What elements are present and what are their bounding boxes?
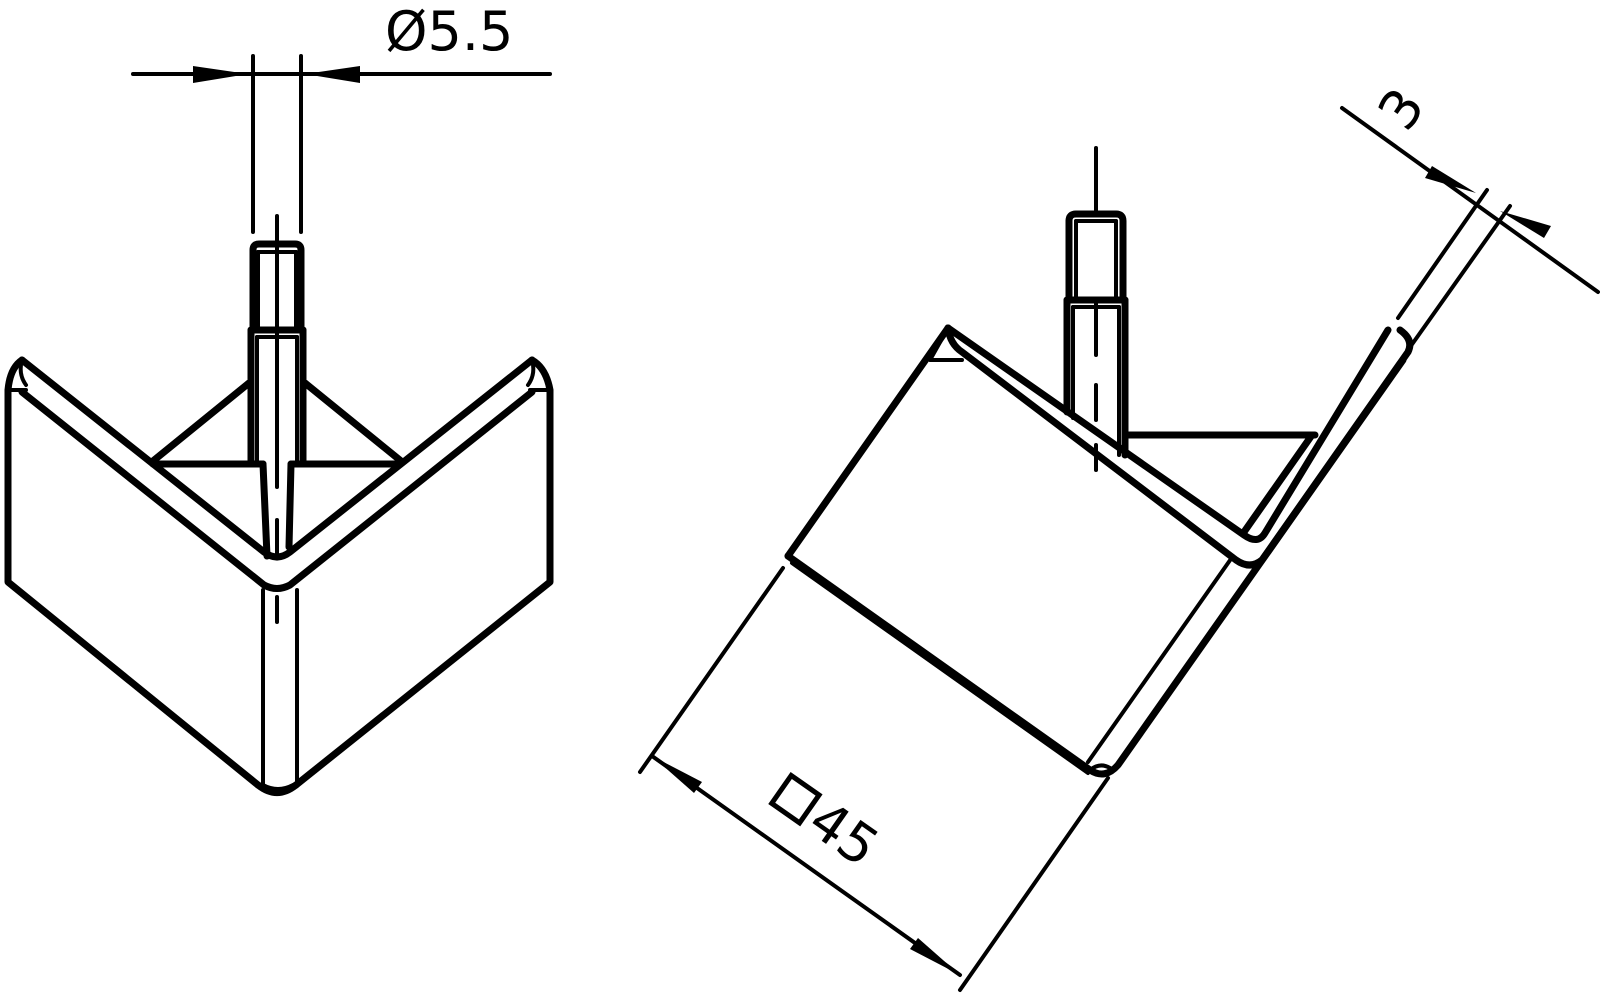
bracket-body-iso — [784, 324, 1414, 778]
stud-iso — [1063, 146, 1129, 472]
isometric-view: 45 3 — [638, 77, 1600, 992]
diameter-dimension: Ø5.5 — [131, 0, 552, 234]
front-view: Ø5.5 — [4, 0, 554, 796]
gussets — [149, 379, 405, 560]
square-dimension: 45 — [638, 566, 1110, 992]
bracket-body — [4, 356, 554, 796]
diameter-label: Ø5.5 — [385, 0, 513, 63]
square-symbol-icon — [768, 772, 823, 827]
thickness-dimension: 3 — [1340, 77, 1600, 352]
stud — [247, 214, 307, 624]
gusset-diagonal — [1240, 431, 1316, 536]
